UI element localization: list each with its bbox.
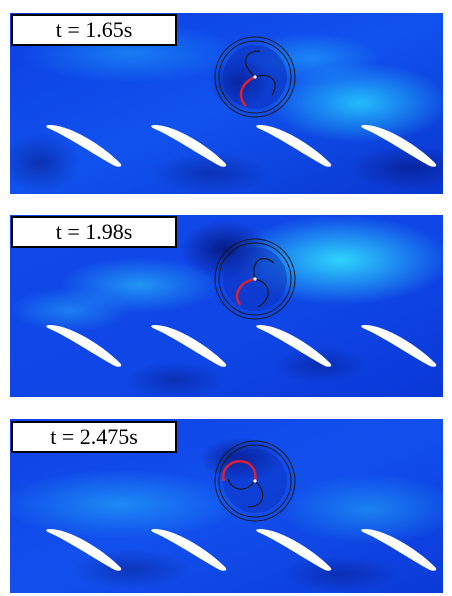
airfoil-4 bbox=[361, 325, 437, 367]
time-label: t = 2.475s bbox=[11, 421, 177, 453]
airfoil-1 bbox=[46, 125, 122, 167]
airfoil-4 bbox=[361, 529, 437, 571]
flow-field-2 bbox=[10, 215, 443, 397]
airfoil-2 bbox=[151, 529, 227, 571]
red-blade bbox=[239, 75, 256, 107]
airfoil-row bbox=[46, 325, 437, 367]
red-blade bbox=[222, 460, 257, 482]
airfoil-3 bbox=[256, 125, 332, 167]
high-velocity-region bbox=[280, 474, 443, 544]
airfoil-2 bbox=[151, 325, 227, 367]
airfoil-2 bbox=[151, 125, 227, 167]
airfoil-3 bbox=[256, 325, 332, 367]
airfoil-4 bbox=[361, 125, 437, 167]
airfoil-row bbox=[46, 529, 437, 571]
flow-panel-3: t = 2.475s bbox=[10, 419, 443, 593]
airfoil-1 bbox=[46, 325, 122, 367]
time-label: t = 1.65s bbox=[11, 14, 177, 46]
time-label: t = 1.98s bbox=[11, 216, 177, 248]
rotor bbox=[214, 238, 296, 320]
flow-panel-2: t = 1.98s bbox=[10, 215, 443, 397]
flow-panel-1: t = 1.65s bbox=[10, 13, 443, 194]
airfoil-row bbox=[46, 125, 437, 167]
red-blade bbox=[235, 277, 256, 306]
rotor bbox=[214, 440, 296, 522]
airfoil-1 bbox=[46, 529, 122, 571]
rotor bbox=[214, 36, 296, 118]
high-velocity-region bbox=[270, 63, 443, 143]
airfoil-3 bbox=[256, 529, 332, 571]
